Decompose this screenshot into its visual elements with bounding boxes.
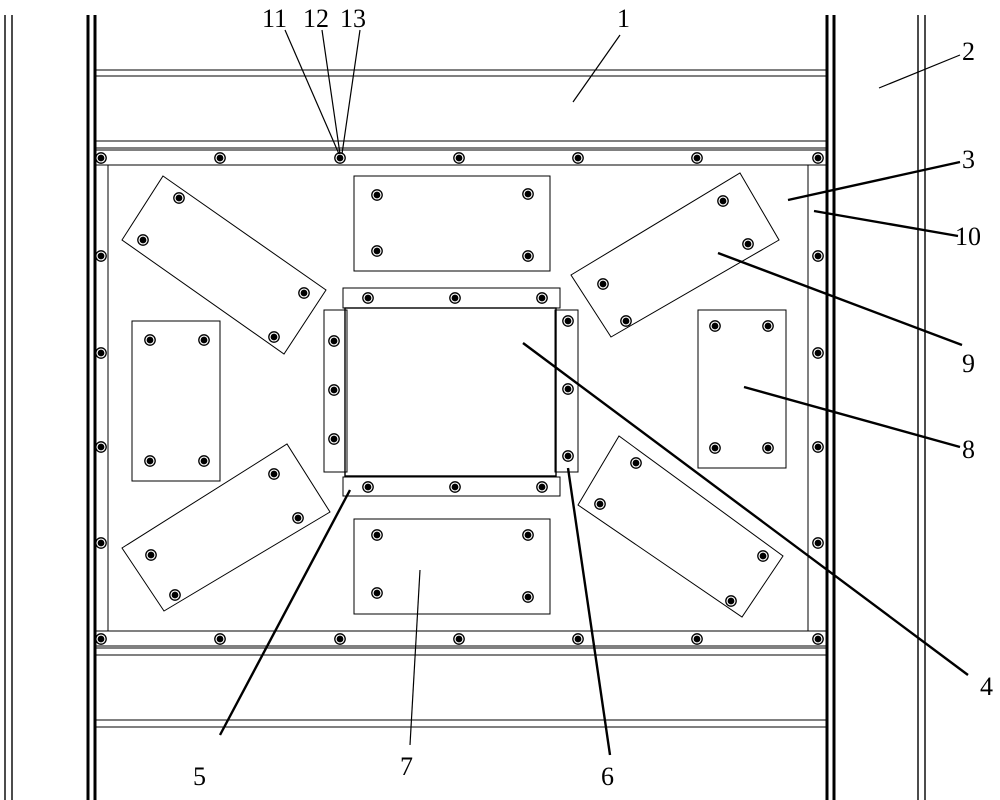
- bolt-inner: [373, 589, 381, 597]
- label-8: 8: [962, 435, 975, 464]
- label-1: 1: [617, 4, 630, 33]
- bolt-inner: [524, 252, 532, 260]
- bolt-inner: [814, 349, 822, 357]
- bolt-inner: [336, 154, 344, 162]
- label-3: 3: [962, 145, 975, 174]
- bolt-inner: [139, 236, 147, 244]
- bolt-inner: [330, 386, 338, 394]
- label-2: 2: [962, 37, 975, 66]
- bolt-inner: [97, 539, 105, 547]
- bolt-inner: [171, 591, 179, 599]
- bolt-inner: [330, 337, 338, 345]
- bolt-inner: [451, 294, 459, 302]
- outer-column-lines: [4, 15, 926, 800]
- connection-plate: [94, 149, 828, 647]
- bolt-inner: [270, 470, 278, 478]
- bolt-inner: [599, 280, 607, 288]
- bolt-inner: [175, 194, 183, 202]
- beam-lines: [95, 69, 827, 728]
- bolt-inner: [524, 593, 532, 601]
- bolt-inner: [336, 635, 344, 643]
- label-5: 5: [193, 762, 206, 791]
- label-12: 12: [303, 4, 329, 33]
- rotated-plates: [121, 172, 784, 618]
- bolt-inner: [564, 452, 572, 460]
- bolt-inner: [364, 483, 372, 491]
- rect-plates: [131, 175, 787, 615]
- bolt-inner: [574, 154, 582, 162]
- bolt-inner: [373, 191, 381, 199]
- bolt-inner: [330, 435, 338, 443]
- bolt-inner: [814, 635, 822, 643]
- bolt-inner: [727, 597, 735, 605]
- bolts: [95, 152, 824, 645]
- bolt-inner: [455, 154, 463, 162]
- bolt-inner: [744, 240, 752, 248]
- bolt-inner: [455, 635, 463, 643]
- bolt-inner: [270, 333, 278, 341]
- bolt-inner: [564, 317, 572, 325]
- bolt-inner: [814, 539, 822, 547]
- bolt-inner: [764, 322, 772, 330]
- bolt-inner: [200, 457, 208, 465]
- bolt-inner: [373, 247, 381, 255]
- bolt-inner: [147, 551, 155, 559]
- bolt-inner: [814, 154, 822, 162]
- bolt-inner: [814, 252, 822, 260]
- bolt-inner: [693, 635, 701, 643]
- bolt-inner: [364, 294, 372, 302]
- bolt-inner: [538, 483, 546, 491]
- bolt-inner: [146, 336, 154, 344]
- bolt-inner: [97, 252, 105, 260]
- label-7: 7: [400, 752, 413, 781]
- bolt-inner: [216, 635, 224, 643]
- bolt-inner: [564, 385, 572, 393]
- bolt-inner: [711, 322, 719, 330]
- bolt-inner: [373, 531, 381, 539]
- bolt-inner: [200, 336, 208, 344]
- bolt-inner: [146, 457, 154, 465]
- frame-flange-lines: [86, 15, 836, 800]
- bolt-inner: [97, 154, 105, 162]
- label-10: 10: [955, 222, 981, 251]
- bolt-inner: [814, 443, 822, 451]
- bolt-inner: [97, 443, 105, 451]
- central-opening-assembly: [323, 287, 579, 497]
- label-13: 13: [340, 4, 366, 33]
- bolt-inner: [719, 197, 727, 205]
- bolt-inner: [451, 483, 459, 491]
- label-11: 11: [262, 4, 287, 33]
- label-4: 4: [980, 672, 993, 701]
- bolt-inner: [524, 190, 532, 198]
- bolt-inner: [632, 459, 640, 467]
- bolt-inner: [622, 317, 630, 325]
- bolt-inner: [524, 531, 532, 539]
- bolt-inner: [764, 444, 772, 452]
- label-6: 6: [601, 762, 614, 791]
- bolt-inner: [300, 289, 308, 297]
- bolt-inner: [693, 154, 701, 162]
- bolt-inner: [711, 444, 719, 452]
- bolt-inner: [216, 154, 224, 162]
- bolt-inner: [97, 635, 105, 643]
- bolt-inner: [574, 635, 582, 643]
- label-9: 9: [962, 349, 975, 378]
- part-labels: 1 2 3 10 9 8 4 5 7 6 11 12 13: [193, 4, 993, 791]
- leader-lines: [218, 29, 969, 756]
- bolt-inner: [759, 552, 767, 560]
- bolt-inner: [294, 514, 302, 522]
- bolt-inner: [596, 500, 604, 508]
- bolt-inner: [538, 294, 546, 302]
- bolt-inner: [97, 349, 105, 357]
